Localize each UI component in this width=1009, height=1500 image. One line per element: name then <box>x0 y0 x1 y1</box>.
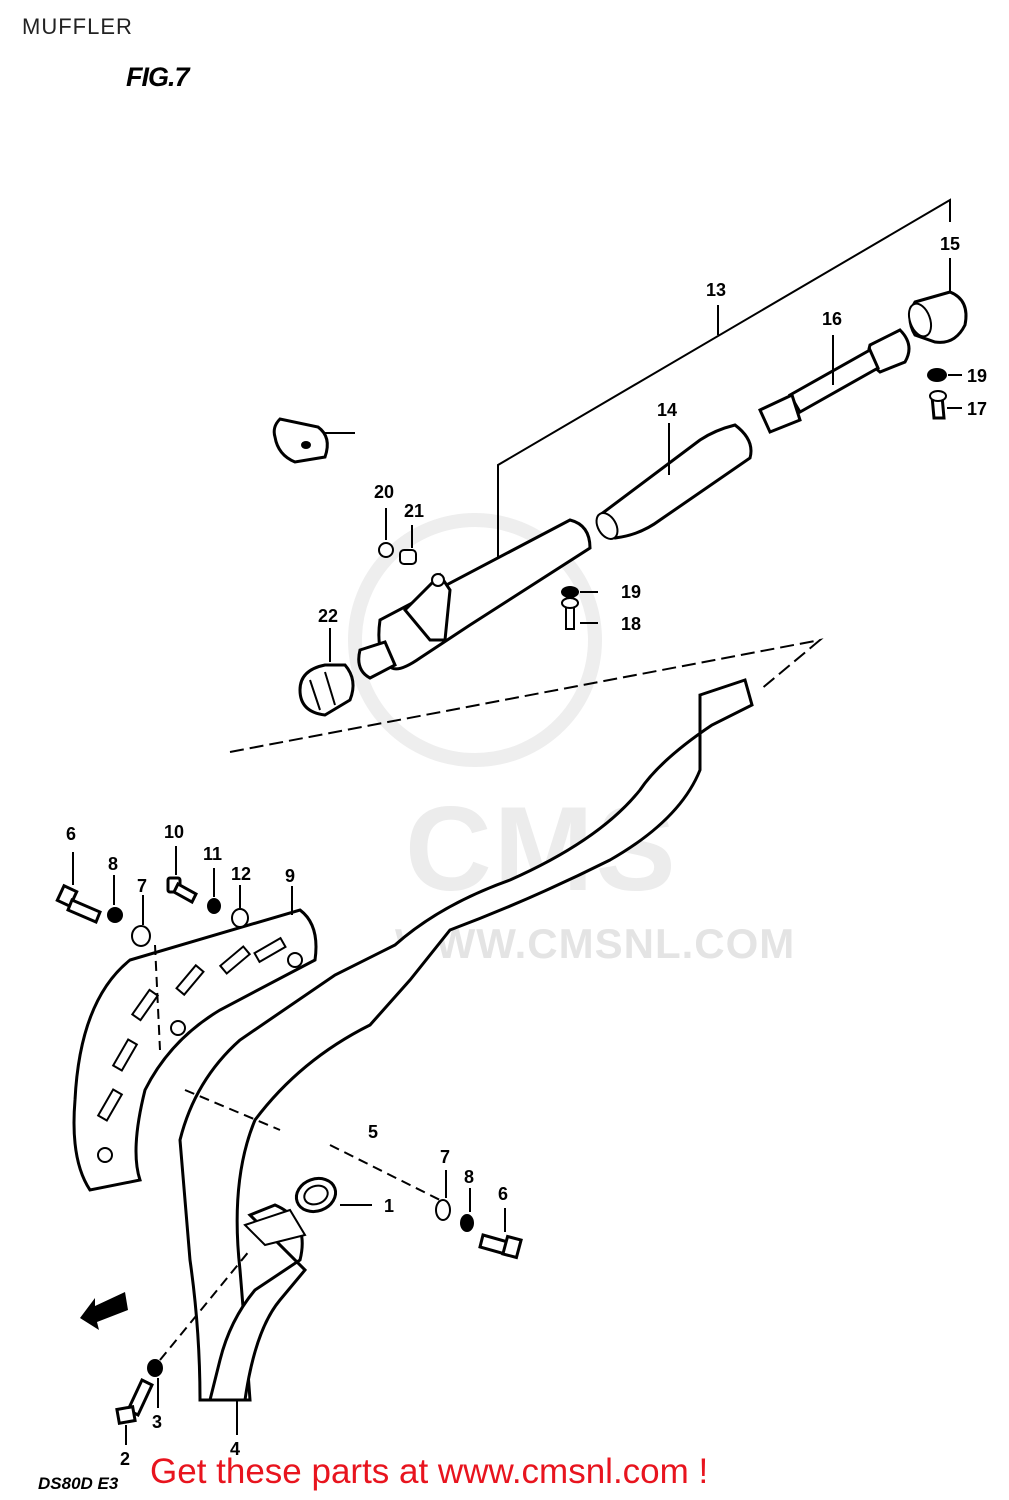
front-direction-arrow-icon <box>80 1292 128 1330</box>
model-code: DS80D E3 <box>38 1474 119 1493</box>
callout-16: 16 <box>822 309 842 329</box>
alignment-line-lower <box>159 1249 251 1361</box>
callout-13: 13 <box>706 280 726 300</box>
callout-18: 18 <box>621 614 641 634</box>
callout-1: 1 <box>384 1196 394 1216</box>
part-11-nut <box>207 898 221 914</box>
callout-19-mid: 19 <box>621 582 641 602</box>
part-20-washer <box>378 542 394 558</box>
part-19-grommet-top <box>927 368 947 382</box>
part-19-grommet-mid <box>561 586 579 598</box>
part-3-nut <box>147 1359 163 1377</box>
callout-21: 21 <box>404 501 424 521</box>
watermark-mascot <box>348 513 602 767</box>
alignment-line-upper <box>229 638 824 753</box>
callout-11: 11 <box>203 844 222 864</box>
alignment-line-6 <box>329 1144 441 1201</box>
callout-12: 12 <box>231 864 251 884</box>
part-14-inner-pipe <box>595 423 753 540</box>
callout-9: 9 <box>285 866 295 886</box>
callout-15: 15 <box>940 234 960 254</box>
part-7-washer-right <box>435 1199 451 1221</box>
callout-19-top: 19 <box>967 366 987 386</box>
part-10-bolt <box>166 876 198 905</box>
callout-8-right: 8 <box>464 1167 474 1187</box>
alignment-line-5 <box>184 1089 281 1131</box>
figure-label: FIG.7 <box>126 62 190 92</box>
callout-5: 5 <box>368 1122 378 1142</box>
callout-17: 17 <box>967 399 987 419</box>
part-4-exhaust-chamber <box>178 678 754 1402</box>
part-8-washer-left <box>107 907 123 923</box>
part-17-screw <box>929 390 947 420</box>
callout-3: 3 <box>152 1412 162 1432</box>
assembly-bracket-13 <box>497 198 951 560</box>
callout-6-left: 6 <box>66 824 76 844</box>
part-22-rubber-grommet <box>298 663 355 717</box>
part-5-mount-bracket <box>272 417 329 464</box>
part-18-bolt <box>561 597 579 630</box>
part-9-heat-shield <box>72 908 318 1192</box>
callout-7-left: 7 <box>137 876 147 896</box>
part-8-washer-right <box>460 1214 474 1232</box>
part-2-bolt <box>115 1377 154 1426</box>
callout-7-right: 7 <box>440 1147 450 1167</box>
callout-4: 4 <box>230 1439 240 1459</box>
callout-22: 22 <box>318 606 338 626</box>
part-12-washer <box>231 908 249 928</box>
alignment-line-left <box>154 944 161 1051</box>
part-7-washer-left <box>131 925 151 947</box>
callout-20: 20 <box>374 482 394 502</box>
callout-6-right: 6 <box>498 1184 508 1204</box>
cta-link[interactable]: Get these parts at www.cmsnl.com ! <box>150 1452 709 1491</box>
callout-2: 2 <box>120 1449 130 1469</box>
watermark-site: WWW.CMSNL.COM <box>395 920 796 967</box>
part-6-bolt-right <box>478 1233 523 1260</box>
part-1-gasket <box>294 1176 338 1214</box>
callout-8-left: 8 <box>108 854 118 874</box>
part-21-collar <box>399 549 417 565</box>
part-16-tail-pipe <box>758 328 911 434</box>
callout-10: 10 <box>164 822 184 842</box>
part-13-silencer-body <box>357 518 592 680</box>
page-title: MUFFLER <box>22 14 133 39</box>
callout-14: 14 <box>657 400 677 420</box>
part-6-bolt-left <box>55 883 102 924</box>
part-15-end-cap <box>907 290 968 344</box>
